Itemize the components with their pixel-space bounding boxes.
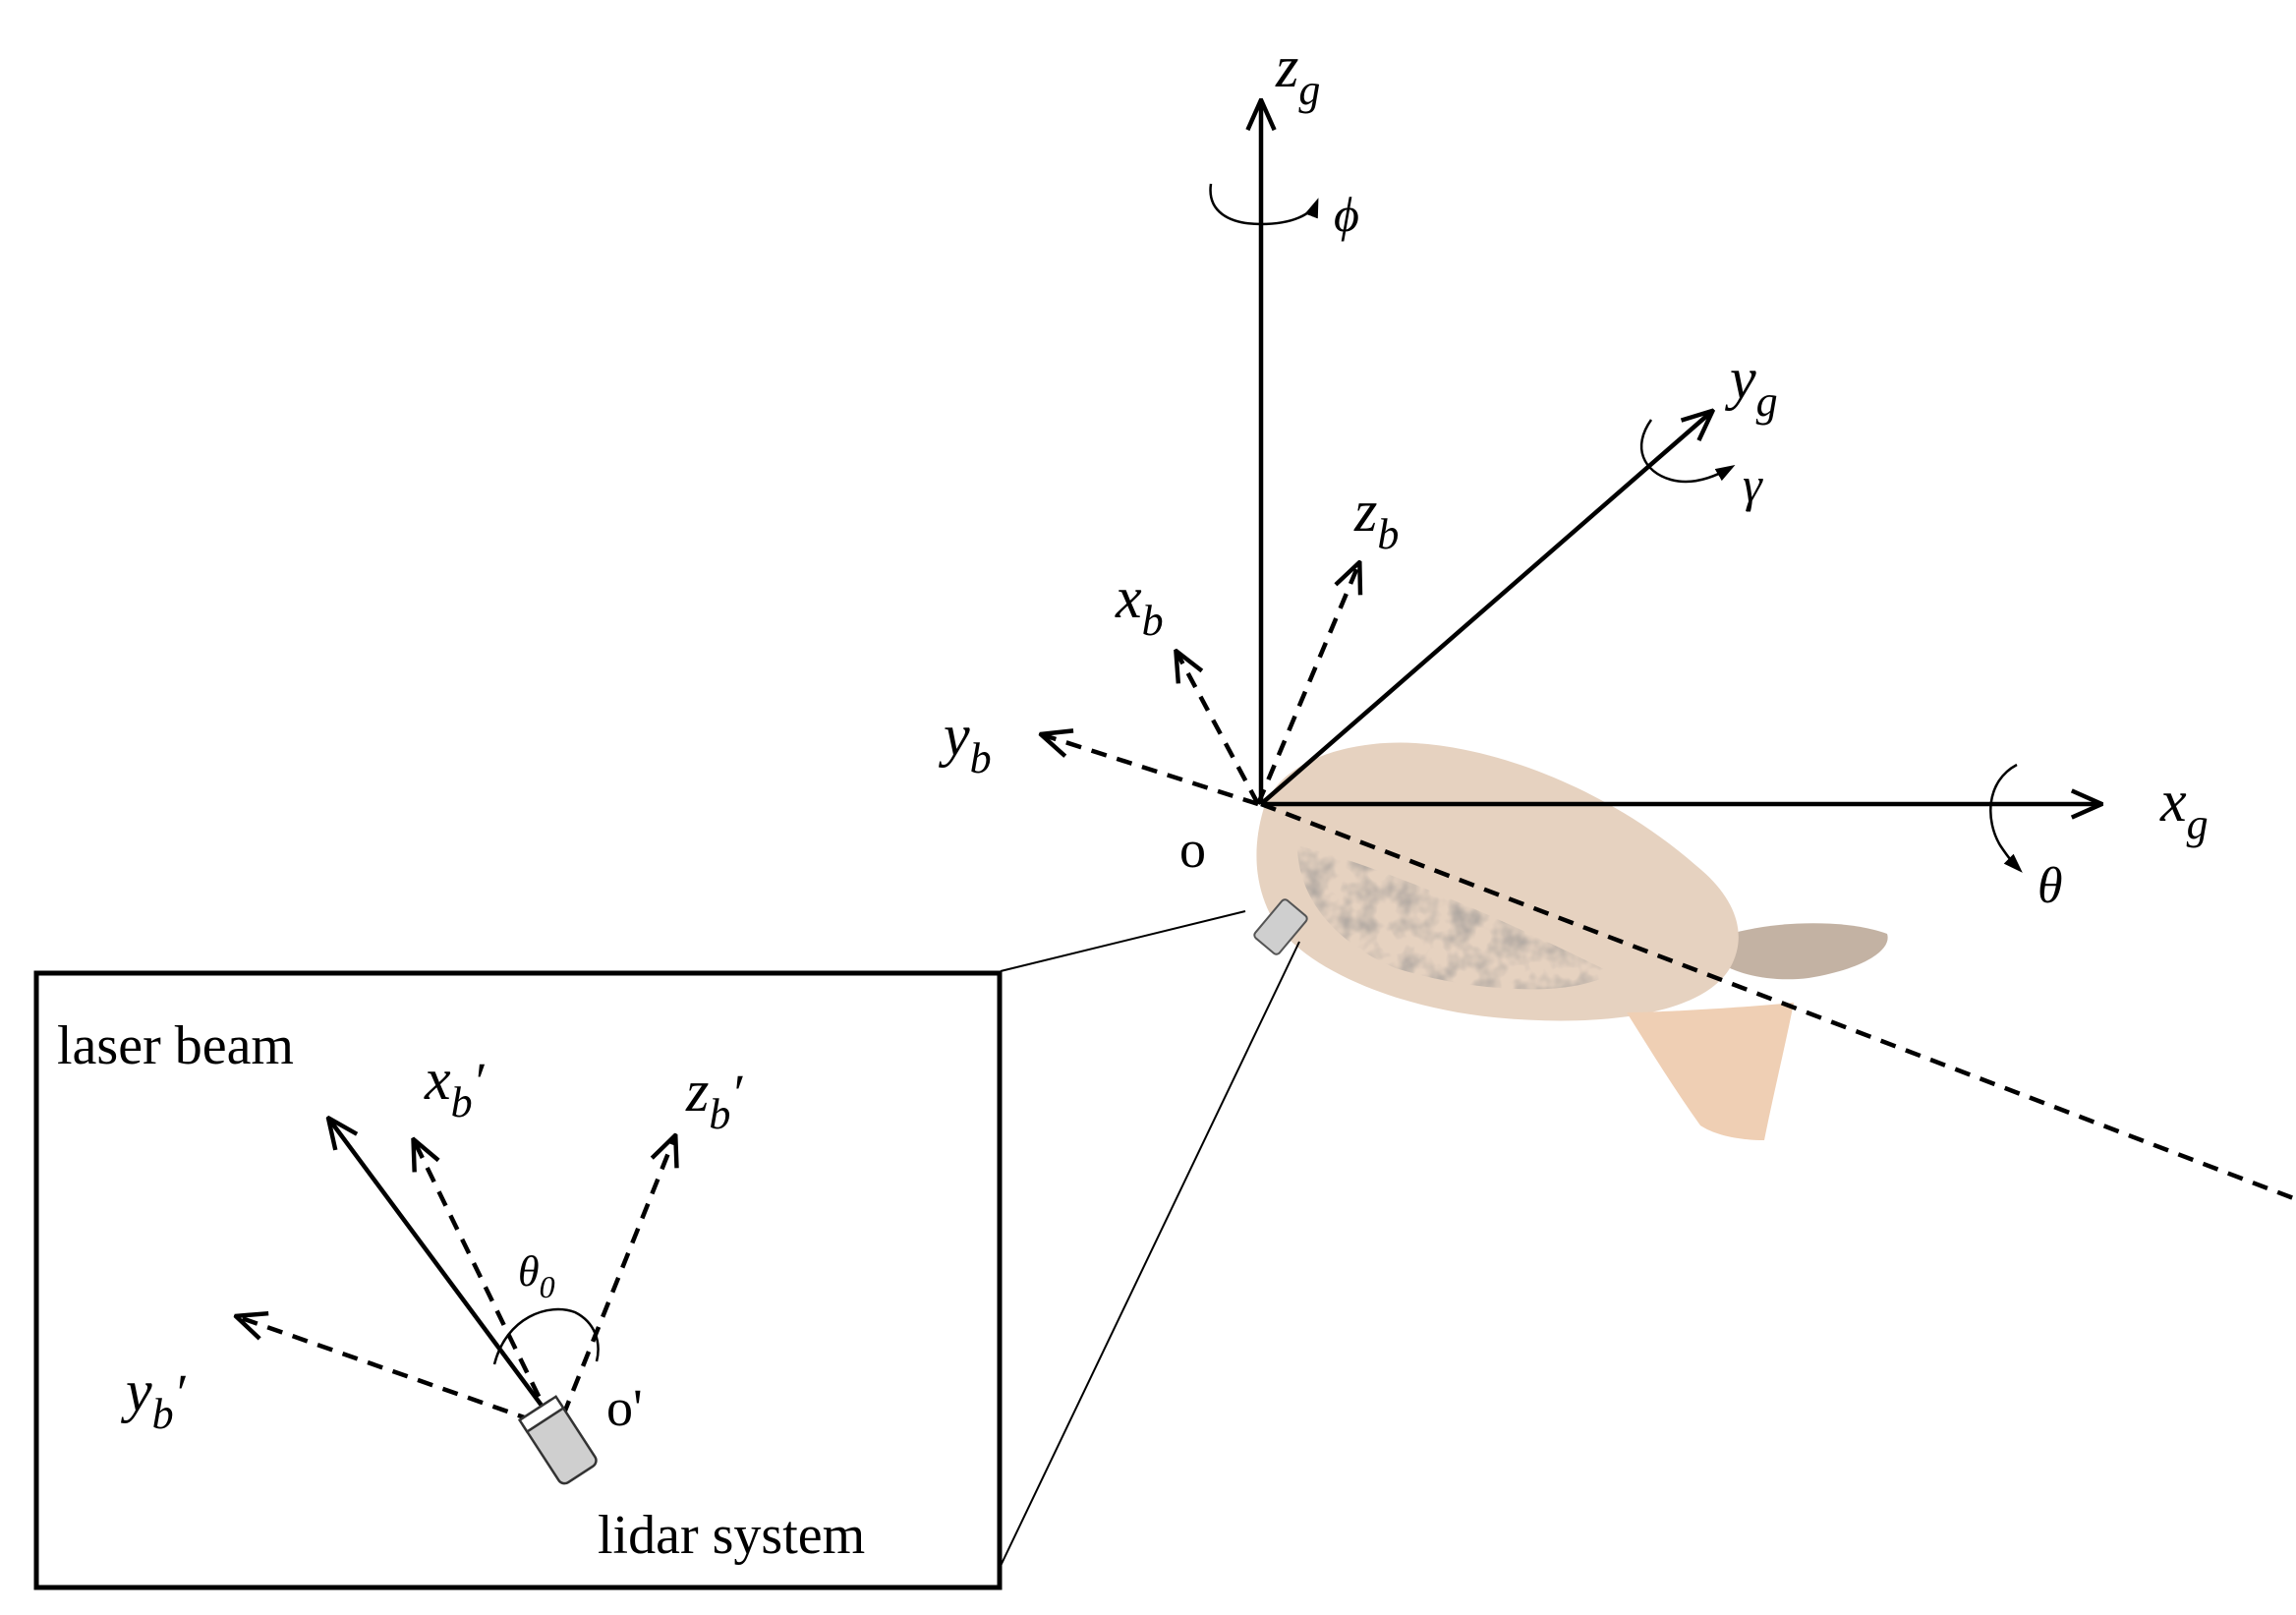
gamma-label: γ	[1743, 457, 1763, 512]
z-b-label: zb	[1353, 479, 1399, 558]
origin-o-label: o	[1179, 820, 1206, 879]
z-g-label: zg	[1275, 34, 1320, 114]
body-frame	[1044, 565, 2296, 1202]
phi-label: ϕ	[1334, 187, 1359, 242]
inset-frame	[33, 970, 1003, 1590]
laser-beam-line	[330, 1121, 558, 1427]
y-b-label: yb	[938, 703, 992, 782]
theta-label: θ	[2038, 858, 2063, 914]
phi-rotation-arrow	[1209, 183, 1319, 226]
theta-0-angle-arc	[492, 1307, 600, 1365]
z-b-prime-axis	[560, 1138, 674, 1416]
inset-lidar-unit	[517, 1395, 598, 1485]
y-g-axis	[1259, 413, 1710, 806]
gamma-rotation-arrow	[1639, 419, 1736, 484]
x-b-axis	[1177, 654, 1260, 806]
callout-line-bottom	[1000, 941, 1300, 1567]
theta-rotation-arrow	[1989, 763, 2023, 873]
airship-fin-shadow	[1715, 923, 1888, 980]
y-g-label: yg	[1724, 346, 1778, 426]
x-b-prime-label: xb′	[424, 1047, 486, 1126]
airship-lower-fin	[1627, 1003, 1794, 1140]
z-b-prime-label: zb′	[685, 1059, 743, 1138]
y-b-axis	[1044, 735, 1259, 807]
origin-o-prime-label: o'	[606, 1378, 643, 1437]
airship-hull-texture	[1297, 845, 1612, 990]
x-g-label: xg	[2159, 769, 2209, 848]
x-b-label: xb	[1115, 565, 1164, 645]
lidar-inset	[33, 970, 1003, 1590]
z-b-axis	[1255, 565, 1358, 805]
lidar-system-label: lidar system	[598, 1505, 865, 1566]
theta-0-label: θ0	[518, 1247, 555, 1304]
lidar-unit	[1253, 898, 1308, 955]
airship	[1256, 742, 1888, 1140]
global-frame	[1209, 103, 2098, 873]
laser-beam-label: laser beam	[57, 1015, 294, 1076]
callout-line-top	[1000, 910, 1246, 972]
y-b-prime-label: yb′	[120, 1358, 187, 1438]
